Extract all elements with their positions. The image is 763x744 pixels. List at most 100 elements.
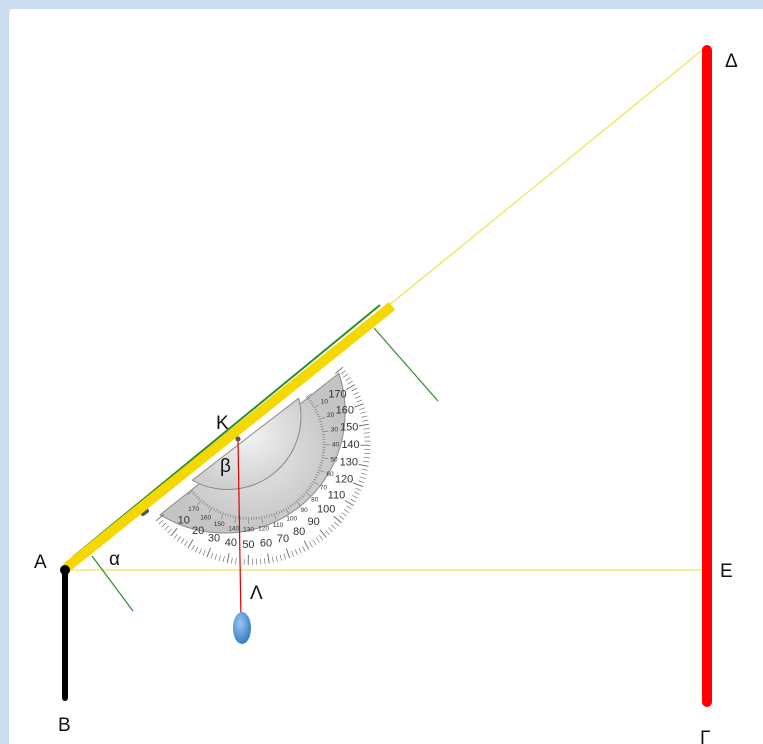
- protractor-inner-tick: [224, 513, 227, 517]
- protractor-outer-label: 20: [192, 525, 204, 537]
- protractor-inner-tick: [312, 404, 320, 409]
- protractor-inner-tick: [315, 474, 319, 476]
- protractor-inner-label: 30: [331, 427, 339, 434]
- protractor-inner-tick: [285, 507, 290, 514]
- protractor-tick: [344, 500, 354, 506]
- protractor-tick: [359, 476, 366, 479]
- protractor-inner-tick: [315, 411, 319, 413]
- protractor-inner-label: 150: [214, 521, 225, 528]
- protractor-inner-tick: [192, 492, 195, 495]
- label-point-k: Κ: [216, 413, 229, 434]
- protractor-inner-tick: [308, 399, 312, 402]
- protractor-inner-tick: [306, 489, 310, 492]
- protractor-inner-label: 110: [273, 522, 284, 529]
- protractor-inner-label: 130: [243, 527, 254, 534]
- protractor-tick: [319, 535, 324, 541]
- protractor-outer-label: 70: [277, 533, 289, 545]
- protractor-tick: [191, 544, 195, 551]
- protractor-inner-label: 80: [311, 497, 319, 504]
- protractor-tick: [231, 557, 233, 564]
- plumb-line: [237, 438, 242, 622]
- protractor-inner-tick: [291, 503, 294, 507]
- protractor-tick: [343, 373, 349, 378]
- protractor-tick: [279, 554, 282, 561]
- protractor-tick: [302, 545, 306, 552]
- point-a-dot: [60, 565, 70, 575]
- protractor-tick: [360, 472, 367, 475]
- protractor-tick: [328, 527, 333, 533]
- protractor-tick: [294, 549, 298, 556]
- protractor-tick: [353, 482, 363, 487]
- protractor-inner-tick: [197, 497, 201, 501]
- protractor-inner-tick: [318, 466, 322, 469]
- protractor-inner-tick: [203, 502, 207, 506]
- label-point-a: Α: [34, 552, 47, 573]
- protractor-tick: [340, 370, 346, 375]
- perpendicular-marker-near-a: [91, 555, 134, 612]
- protractor-tick: [334, 366, 344, 374]
- protractor-outer-label: 100: [317, 504, 335, 516]
- protractor-inner-tick: [234, 515, 237, 523]
- protractor-inner-tick: [320, 462, 324, 464]
- protractor-inner-tick: [321, 428, 325, 430]
- protractor-tick: [363, 460, 370, 463]
- protractor-tick: [267, 553, 270, 564]
- protractor-inner-tick: [311, 404, 315, 407]
- protractor-tick: [195, 546, 199, 553]
- label-point-delta: Δ: [725, 51, 738, 72]
- protractor-tick: [353, 391, 359, 395]
- protractor-inner-tick: [299, 496, 302, 500]
- label-angle-alpha: α: [109, 549, 120, 570]
- protractor-inner-tick: [206, 503, 209, 507]
- protractor-inner-tick: [304, 491, 311, 497]
- protractor-tick: [303, 540, 310, 550]
- protractor-tick: [315, 537, 320, 543]
- protractor-tick: [351, 388, 358, 392]
- protractor-inner-tick: [321, 430, 329, 433]
- protractor-inner-tick: [319, 464, 323, 466]
- protractor-outer-label: 170: [328, 388, 346, 400]
- protractor-inner-tick: [268, 514, 270, 518]
- protractor-tick: [319, 529, 327, 538]
- protractor-tick: [341, 512, 347, 517]
- protractor-inner-label: 140: [228, 525, 239, 532]
- protractor-inner-tick: [317, 415, 321, 418]
- protractor-inner-tick: [287, 506, 290, 510]
- protractor-inner-tick: [220, 511, 222, 515]
- protractor-tick: [285, 548, 291, 559]
- protractor-inner-tick: [317, 469, 325, 473]
- protractor-inner-tick: [320, 426, 324, 428]
- protractor-outer-label: 40: [225, 537, 237, 549]
- protractor-inner-label: 70: [320, 484, 328, 491]
- protractor-inner-tick: [271, 513, 273, 517]
- protractor-outer-label: 80: [293, 526, 305, 538]
- protractor-tick: [353, 491, 360, 495]
- protractor-tick: [184, 540, 188, 547]
- protractor-tick: [187, 539, 194, 549]
- protractor-ticks: [155, 366, 371, 565]
- protractor-tick: [177, 536, 182, 542]
- protractor-tick: [362, 419, 369, 422]
- protractor-tick: [170, 527, 178, 537]
- protractor-inner-tick: [318, 417, 326, 421]
- protractor-outer-label: 130: [340, 456, 358, 468]
- protractor-tick: [361, 468, 368, 471]
- protractor-outer-label: 30: [208, 532, 220, 544]
- protractor-tick: [345, 384, 356, 390]
- protractor-tick: [164, 525, 169, 531]
- protractor-tick: [214, 554, 217, 561]
- protractor-tick: [354, 403, 364, 408]
- protractor-inner-tick: [215, 509, 218, 513]
- protractor-inner-tick: [263, 515, 265, 519]
- protractor-tick: [325, 530, 330, 535]
- protractor-inner-label: 60: [326, 471, 334, 478]
- protractor-tick: [226, 553, 230, 564]
- protractor-tick: [275, 555, 278, 562]
- protractor-inner-tick: [278, 510, 280, 514]
- protractor-inner-tick: [314, 408, 318, 411]
- protractor-tick: [346, 505, 352, 510]
